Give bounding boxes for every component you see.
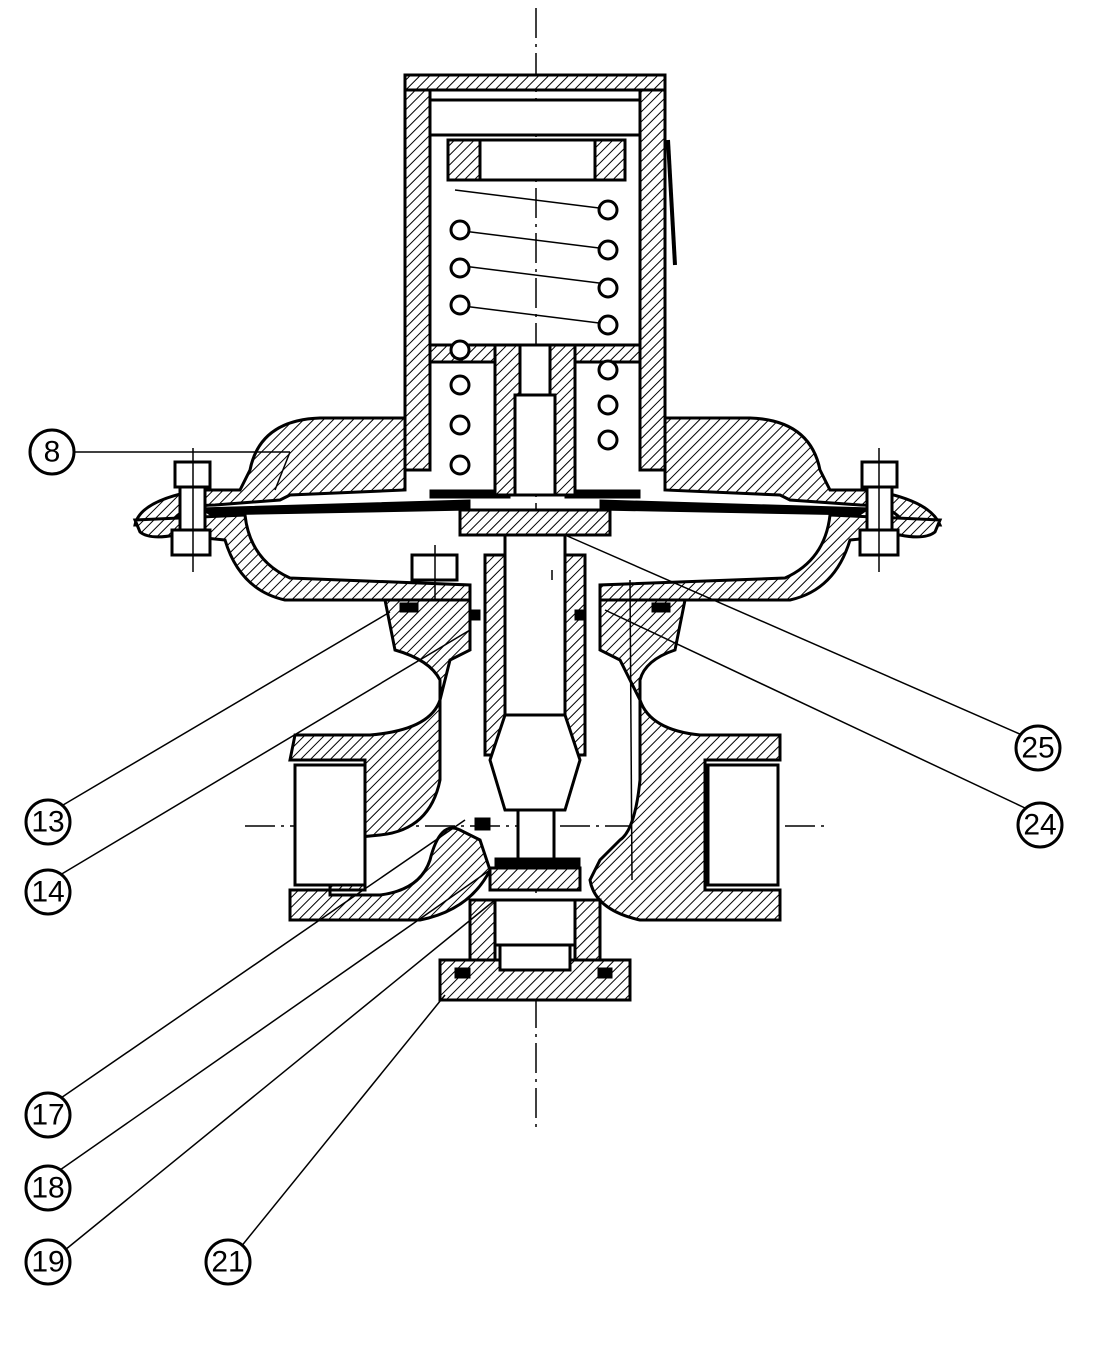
- callout-13: 13: [24, 798, 72, 846]
- svg-text:25: 25: [1021, 732, 1054, 765]
- leader-lines: [57, 451, 1026, 1251]
- callout-19: 19: [24, 1238, 72, 1286]
- svg-text:17: 17: [31, 1099, 64, 1132]
- valve-body: [288, 579, 782, 1002]
- svg-text:24: 24: [1023, 809, 1056, 842]
- svg-text:14: 14: [31, 876, 64, 909]
- callout-24: 24: [1016, 801, 1064, 849]
- svg-text:21: 21: [211, 1246, 244, 1279]
- svg-text:19: 19: [31, 1246, 64, 1279]
- callout-8: 8: [28, 428, 76, 476]
- callout-25: 25: [1014, 724, 1062, 772]
- stem-assembly: [458, 343, 612, 862]
- spring-housing: [403, 73, 677, 472]
- callout-17: 17: [24, 1091, 72, 1139]
- main-spring: [449, 189, 619, 476]
- svg-text:8: 8: [44, 436, 61, 469]
- callout-21: 21: [204, 1238, 252, 1286]
- svg-text:18: 18: [31, 1172, 64, 1205]
- svg-text:13: 13: [31, 806, 64, 839]
- callout-18: 18: [24, 1164, 72, 1212]
- callout-14: 14: [24, 868, 72, 916]
